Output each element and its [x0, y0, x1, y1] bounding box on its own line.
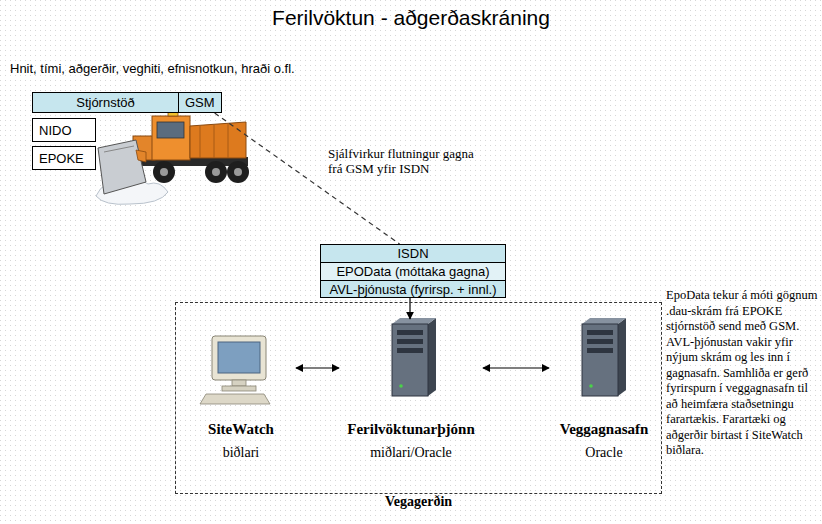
control-unit-box: Stjórnstöð	[32, 92, 179, 113]
node-title: AVL-þjónusta (fyrirsp. + innl.)	[329, 282, 496, 297]
flow-arrow	[296, 367, 339, 368]
node-title: Stjórnstöð	[76, 95, 135, 110]
organisation-region: VegagerðinSiteWatchbiðlariFerilvöktunarþ…	[175, 302, 662, 494]
node-subtitle: biðlari	[223, 444, 260, 461]
epoke-box: EPOKE	[32, 146, 96, 170]
receiver-box: EPOData (móttaka gagna)	[320, 262, 506, 281]
node-title: EPOKE	[39, 151, 84, 166]
diagram-title: Ferilvöktun - aðgerðaskráning	[0, 6, 822, 30]
database-node: VeggagnasafnOracle	[549, 331, 659, 461]
data-fields-note: Hnit, tími, aðgerðir, veghiti, efnisnotk…	[10, 61, 295, 76]
isdn-box: ISDN	[320, 244, 506, 263]
client-node: SiteWatch biðlari	[186, 331, 296, 461]
node-title: NIDO	[39, 123, 72, 138]
node-title: ISDN	[397, 246, 428, 261]
gsm-box: GSM	[178, 92, 222, 113]
node-title: EPOData (móttaka gagna)	[336, 264, 489, 279]
flow-arrow	[483, 367, 549, 368]
node-title: Veggagnasafn	[560, 420, 649, 438]
node-title: SiteWatch	[208, 420, 274, 438]
node-title: Ferilvöktunarþjónn	[347, 420, 475, 438]
side-note: EpoData tekur á móti gögnum .dau-skrám f…	[666, 288, 818, 459]
region-title: Vegagerðin	[176, 494, 661, 510]
computer-icon	[200, 336, 270, 404]
connection-label: Sjálfvirkur flutningur gagna frá GSM yfi…	[328, 146, 478, 176]
database-server-icon	[582, 318, 626, 396]
avl-service-box: AVL-þjónusta (fyrirsp. + innl.)	[320, 280, 506, 298]
data-link-line	[215, 113, 400, 244]
node-title: GSM	[185, 95, 215, 110]
server-node: Ferilvöktunarþjónn miðlari/Oracle	[339, 319, 483, 461]
nido-box: NIDO	[32, 118, 96, 142]
node-subtitle: miðlari/Oracle	[370, 444, 452, 461]
server-icon	[392, 318, 436, 396]
node-subtitle: Oracle	[585, 444, 622, 461]
snowplow-truck	[96, 108, 249, 204]
